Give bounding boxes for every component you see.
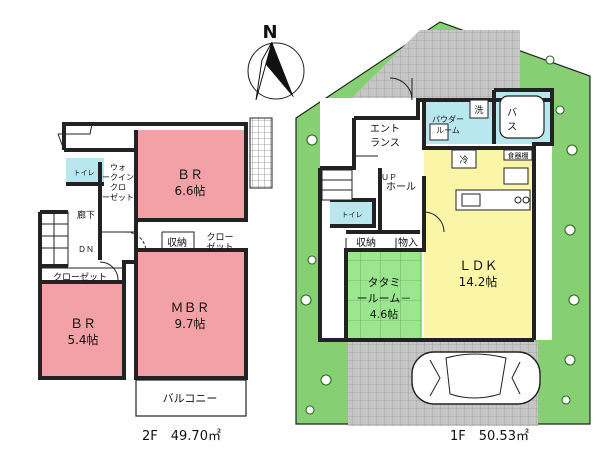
balcony-2f-label: バルコニー [163,392,218,405]
washing-machine-label: 洗 [474,104,483,116]
second-floor-caption: 2F 49.70㎡ [142,429,221,444]
tatami-room-line2: ールーム－ [357,292,412,305]
compass-north-label: N [262,22,277,43]
up-stair-label: ＵＰ [381,173,397,182]
bedroom-lower-name: ＢＲ [70,317,96,332]
ldk-name: ＬＤＫ [458,259,497,274]
tatami-room-size: 4.6帖 [370,308,399,321]
bath-line1: バ [507,107,517,119]
master-bedroom-area [136,252,244,376]
bedroom-upper-name: ＢＲ [177,168,203,183]
walk-in-closet-line1: ウォ [110,163,126,172]
entrance-line1: エント [370,124,400,135]
yard-plants [300,55,580,415]
first-floor-caption: 1F 50.53㎡ [450,429,529,444]
tatami-room-line1: タタミ [368,276,401,289]
walk-in-closet-line3: クロ [110,183,126,192]
closet-2f-line2: ゼット [206,241,233,253]
entrance-line2: ランス [370,137,400,149]
down-stair-label: ＤＮ [78,245,94,254]
ldk-size: 14.2帖 [459,274,498,289]
powder-room-line2: ルーム [436,126,460,135]
closet-2f-line1: クロー [206,232,233,243]
bedroom-lower-area [40,284,124,376]
entrance-area [354,118,416,154]
storage-2f-label: 収納 [167,236,187,249]
tatami-room-area [346,252,422,338]
balcony-hatched-area [249,117,273,189]
first-floor-plan [295,21,591,426]
powder-room-line1: パウダー [432,114,464,124]
walk-in-closet-line4: ーゼット [102,192,134,202]
bedroom-upper-area [136,130,244,220]
bath-line2: ス [507,122,517,133]
bedroom-upper-size: 6.6帖 [174,183,205,198]
car-icon [411,351,541,405]
north-compass: N [247,22,305,101]
master-bedroom-name: ＭＢＲ [170,301,209,316]
pantry-label: 食器棚 [508,151,529,160]
second-floor-plan [36,117,273,417]
walk-in-closet-line2: ークイン [102,173,134,182]
tiled-approach-area [350,30,520,100]
toilet-2f-area [66,158,104,184]
bedroom-lower-size: 5.4帖 [67,332,98,347]
hallway-label: 廊下 [77,209,95,221]
balcony-2f-area [135,379,247,417]
fridge-label: 冷 [459,154,468,166]
toilet-1f-area [330,200,374,226]
storage-1f-label: 収納 [356,236,376,249]
closet-in-1f-label: 物入 [398,236,418,249]
toilet-2f-label: トイレ [74,169,95,177]
toilet-1f-label: トイレ [342,211,363,219]
hall-label: ホール [386,181,416,193]
closet-bar-2f-label: クローゼット [53,271,107,283]
master-bedroom-size: 9.7帖 [174,316,205,331]
